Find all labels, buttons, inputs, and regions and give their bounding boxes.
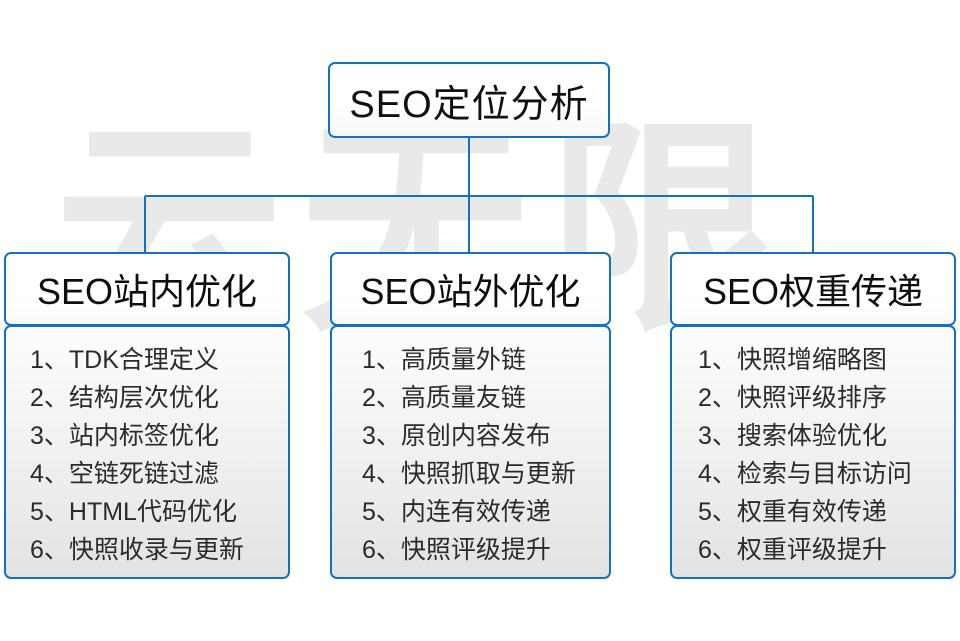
column-item-list: 1、TDK合理定义 2、结构层次优化 3、站内标签优化 4、空链死链过滤 5、H… [6, 341, 288, 569]
list-item[interactable]: 1、高质量外链 [362, 346, 526, 374]
column-seo-offsite: SEO站外优化 1、高质量外链 2、高质量友链 3、原创内容发布 4、快照抓取与… [330, 252, 611, 579]
list-item[interactable]: 3、搜索体验优化 [698, 422, 887, 450]
root-node[interactable]: SEO定位分析 [328, 62, 610, 138]
column-body-seo-weight: 1、快照增缩略图 2、快照评级排序 3、搜索体验优化 4、检索与目标访问 5、权… [670, 325, 956, 579]
column-header-label: SEO权重传递 [702, 271, 924, 312]
column-seo-onsite: SEO站内优化 1、TDK合理定义 2、结构层次优化 3、站内标签优化 4、空链… [4, 252, 290, 579]
column-item-list: 1、高质量外链 2、高质量友链 3、原创内容发布 4、快照抓取与更新 5、内连有… [332, 341, 609, 569]
column-item-list: 1、快照增缩略图 2、快照评级排序 3、搜索体验优化 4、检索与目标访问 5、权… [672, 341, 954, 569]
list-item[interactable]: 1、快照增缩略图 [698, 346, 887, 374]
list-item[interactable]: 2、高质量友链 [362, 384, 526, 412]
list-item[interactable]: 4、检索与目标访问 [698, 460, 912, 488]
column-body-seo-offsite: 1、高质量外链 2、高质量友链 3、原创内容发布 4、快照抓取与更新 5、内连有… [330, 325, 611, 579]
list-item[interactable]: 2、结构层次优化 [30, 384, 219, 412]
column-body-seo-onsite: 1、TDK合理定义 2、结构层次优化 3、站内标签优化 4、空链死链过滤 5、H… [4, 325, 290, 579]
list-item[interactable]: 2、快照评级排序 [698, 384, 887, 412]
list-item[interactable]: 6、快照收录与更新 [30, 536, 244, 564]
column-header-seo-onsite[interactable]: SEO站内优化 [4, 252, 290, 326]
list-item[interactable]: 5、内连有效传递 [362, 498, 551, 526]
list-item[interactable]: 1、TDK合理定义 [30, 346, 219, 374]
list-item[interactable]: 6、权重评级提升 [698, 536, 887, 564]
list-item[interactable]: 5、权重有效传递 [698, 498, 887, 526]
list-item[interactable]: 3、站内标签优化 [30, 422, 219, 450]
column-header-seo-offsite[interactable]: SEO站外优化 [330, 252, 611, 326]
column-header-label: SEO站内优化 [36, 271, 258, 312]
list-item[interactable]: 4、空链死链过滤 [30, 460, 219, 488]
list-item[interactable]: 3、原创内容发布 [362, 422, 551, 450]
column-header-seo-weight[interactable]: SEO权重传递 [670, 252, 956, 326]
root-node-label: SEO定位分析 [349, 83, 589, 126]
list-item[interactable]: 5、HTML代码优化 [30, 498, 237, 526]
column-seo-weight: SEO权重传递 1、快照增缩略图 2、快照评级排序 3、搜索体验优化 4、检索与… [670, 252, 956, 579]
list-item[interactable]: 6、快照评级提升 [362, 536, 551, 564]
column-header-label: SEO站外优化 [360, 271, 581, 312]
list-item[interactable]: 4、快照抓取与更新 [362, 460, 576, 488]
